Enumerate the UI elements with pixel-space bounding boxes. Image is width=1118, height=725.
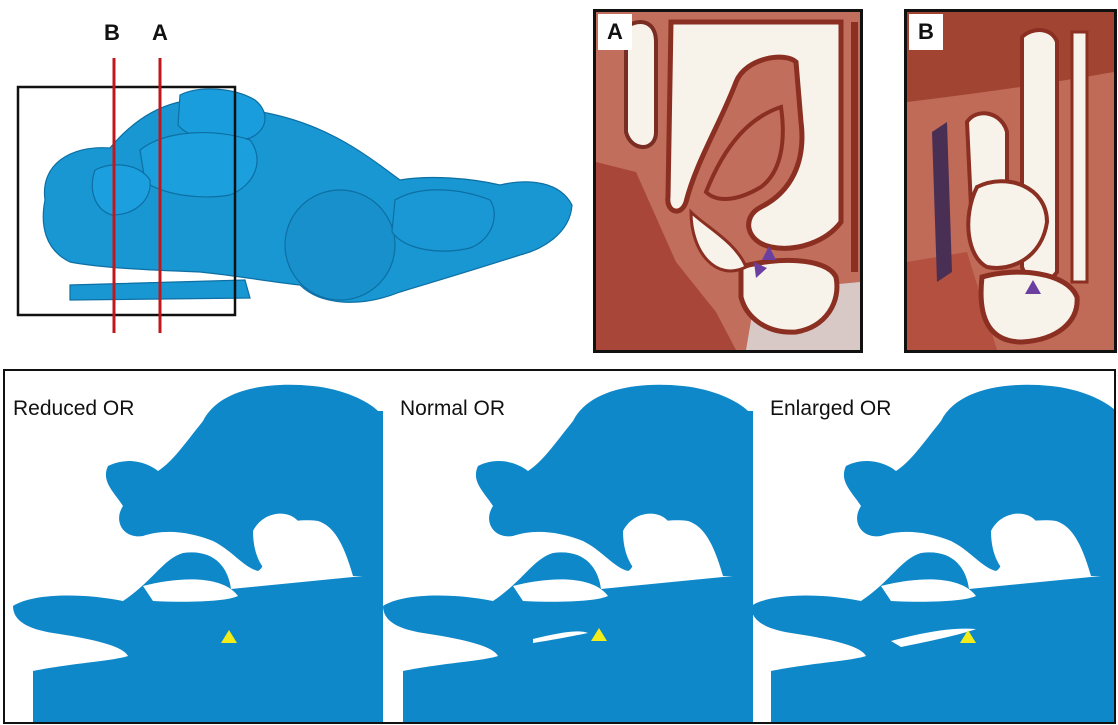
arrowheads-a: [596, 12, 860, 350]
arrowheads-b: [907, 12, 1114, 350]
schematic-enlarged: [751, 385, 1114, 722]
title-enlarged-or: Enlarged OR: [770, 397, 891, 421]
arrowhead-marker: [754, 262, 767, 278]
title-reduced-or: Reduced OR: [13, 397, 134, 421]
plane-b-label: B: [104, 20, 120, 46]
title-normal-or: Normal OR: [400, 397, 505, 421]
arrowhead-marker: [1025, 280, 1041, 294]
histology-panel-b: B: [904, 9, 1117, 353]
schematic-comparison-panel: Reduced OR Normal OR Enlarged OR: [3, 369, 1116, 724]
panel-a-label: A: [598, 14, 632, 50]
arrowhead-marker: [762, 246, 776, 260]
schematic-reduced: [13, 385, 383, 722]
schematic-figure: [5, 371, 1114, 722]
3d-model-figure: [0, 0, 590, 355]
panel-b-label: B: [909, 14, 943, 50]
nasal-cavity-model: [43, 89, 572, 302]
histology-panel-a: A: [593, 9, 863, 353]
schematic-normal: [383, 385, 753, 722]
3d-model-panel: B A: [0, 0, 590, 355]
plane-a-label: A: [152, 20, 168, 46]
